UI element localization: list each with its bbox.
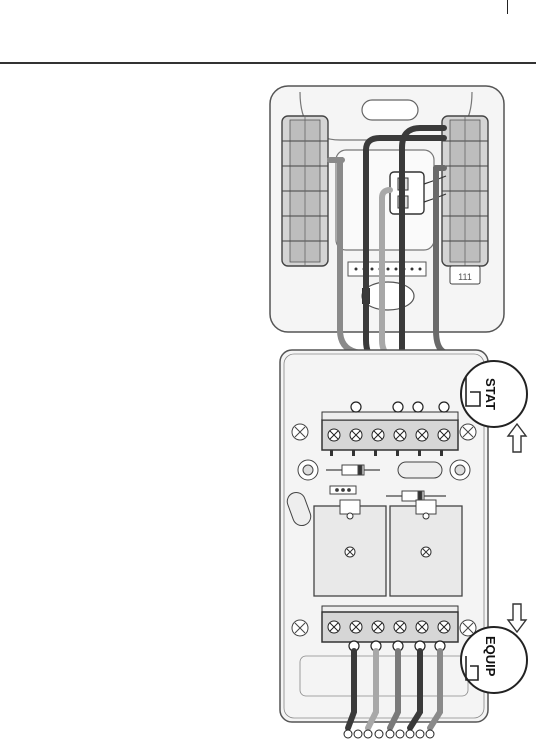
- equip-callout: EQUIP: [461, 627, 527, 693]
- base-terminal-column-right: [442, 116, 488, 266]
- pin-header: [348, 262, 426, 276]
- stat-label: STAT: [483, 378, 498, 410]
- relay-right: [390, 500, 462, 596]
- terminal-count-label: 111: [458, 272, 472, 282]
- arrow-up-icon: [508, 424, 526, 452]
- thermostat-base-plate: 111: [270, 86, 504, 332]
- relay-board: [280, 350, 488, 722]
- arrow-down-icon: [508, 604, 526, 632]
- wire-end-connectors: [344, 730, 434, 738]
- base-terminal-column-left: [282, 116, 328, 266]
- relay-left: [314, 500, 386, 596]
- equip-label: EQUIP: [483, 636, 498, 677]
- stat-callout: STAT: [461, 361, 527, 427]
